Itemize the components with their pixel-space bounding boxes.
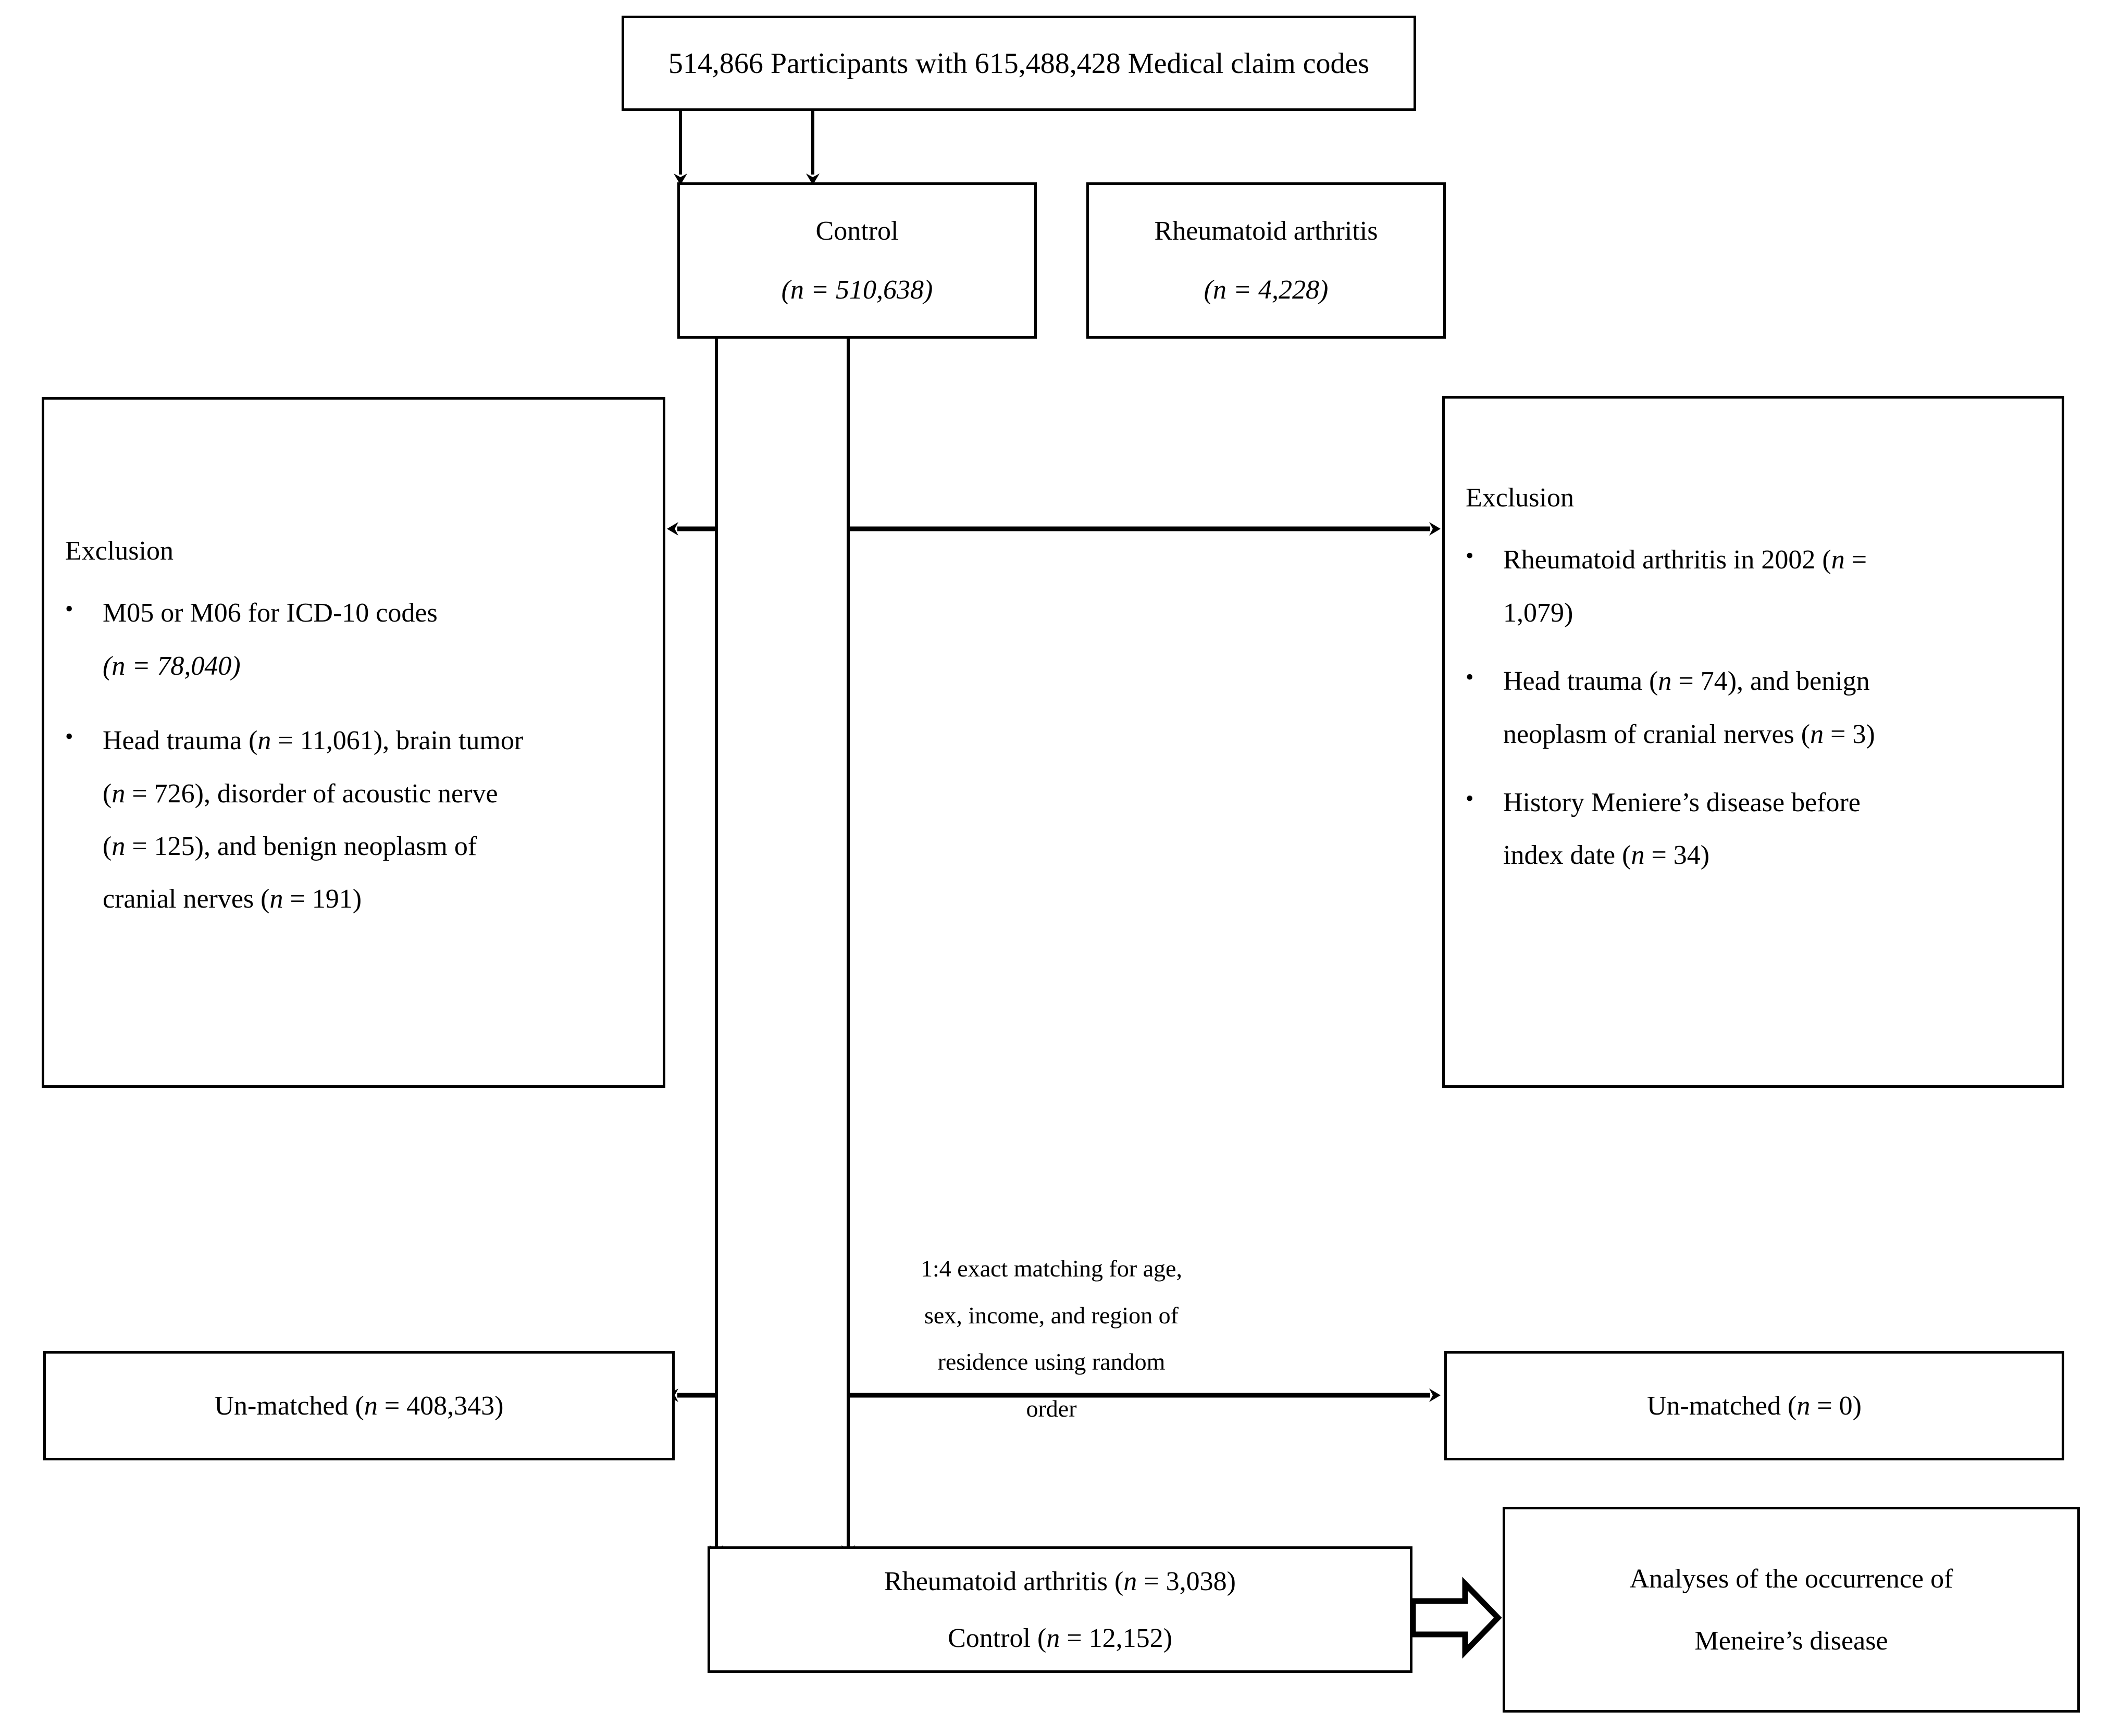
- matched-cohort-box: Rheumatoid arthritis (n = 3,038) Control…: [708, 1546, 1412, 1673]
- analysis-line-2: Meneire’s disease: [1694, 1626, 1888, 1656]
- exclusion-item: • Head trauma (n = 74), and benign neopl…: [1466, 655, 2041, 761]
- exclusion-item-body: Head trauma (n = 11,061), brain tumor (n…: [103, 714, 642, 926]
- bullet-icon: •: [1466, 543, 1474, 569]
- exclusion-line: 1,079): [1503, 598, 1573, 628]
- analysis-box: Analyses of the occurrence of Meneire’s …: [1503, 1507, 2080, 1713]
- exclusion-line: (n = 125), and benign neoplasm of: [103, 831, 477, 861]
- group-label-control: Control: [815, 216, 899, 246]
- exclusion-line: Head trauma (n = 74), and benign: [1503, 666, 1870, 697]
- bullet-icon: •: [1466, 664, 1474, 690]
- matching-note-line: residence using random: [937, 1348, 1166, 1375]
- exclusion-list-right: • Rheumatoid arthritis in 2002 (n = 1,07…: [1466, 534, 2041, 882]
- bullet-icon: •: [65, 596, 73, 622]
- bullet-icon: •: [1466, 785, 1474, 811]
- exclusion-item-body: M05 or M06 for ICD-10 codes (n = 78,040): [103, 587, 642, 692]
- exclusion-item: • Rheumatoid arthritis in 2002 (n = 1,07…: [1466, 534, 2041, 639]
- exclusion-line: (n = 78,040): [103, 651, 241, 681]
- group-box-rheumatoid-arthritis: Rheumatoid arthritis (n = 4,228): [1086, 182, 1446, 339]
- exclusion-heading-left: Exclusion: [65, 536, 173, 566]
- analysis-line-1: Analyses of the occurrence of: [1629, 1564, 1953, 1594]
- unmatched-label-control: Un-matched (n = 408,343): [214, 1391, 504, 1421]
- matched-cohort-control: Control (n = 12,152): [948, 1623, 1172, 1653]
- exclusion-item-body: Head trauma (n = 74), and benign neoplas…: [1503, 655, 2041, 761]
- exclusion-line: (n = 726), disorder of acoustic nerve: [103, 778, 498, 809]
- exclusion-line: neoplasm of cranial nerves (n = 3): [1503, 719, 1875, 749]
- exclusion-line: cranial nerves (n = 191): [103, 884, 362, 914]
- matching-note-line: sex, income, and region of: [924, 1301, 1179, 1329]
- group-count-control: (n = 510,638): [781, 275, 933, 305]
- exclusion-box-rheumatoid-arthritis: Exclusion • Rheumatoid arthritis in 2002…: [1442, 396, 2064, 1088]
- participants-box: 514,866 Participants with 615,488,428 Me…: [622, 16, 1416, 111]
- group-box-control: Control (n = 510,638): [677, 182, 1037, 339]
- matching-note-line: 1:4 exact matching for age,: [921, 1255, 1182, 1282]
- exclusion-line: History Meniere’s disease before: [1503, 787, 1861, 817]
- exclusion-list-left: • M05 or M06 for ICD-10 codes (n = 78,04…: [65, 587, 642, 925]
- exclusion-line: Rheumatoid arthritis in 2002 (n =: [1503, 545, 1867, 575]
- bullet-icon: •: [65, 724, 73, 750]
- matching-note-line: order: [1026, 1395, 1077, 1422]
- exclusion-line: index date (n = 34): [1503, 840, 1710, 871]
- exclusion-item-body: History Meniere’s disease before index d…: [1503, 776, 2041, 882]
- participants-text: 514,866 Participants with 615,488,428 Me…: [668, 47, 1370, 80]
- matched-cohort-ra: Rheumatoid arthritis (n = 3,038): [884, 1566, 1236, 1596]
- exclusion-line: Head trauma (n = 11,061), brain tumor: [103, 726, 524, 756]
- unmatched-label-ra: Un-matched (n = 0): [1647, 1391, 1862, 1421]
- exclusion-box-control: Exclusion • M05 or M06 for ICD-10 codes …: [42, 397, 665, 1088]
- exclusion-item: • M05 or M06 for ICD-10 codes (n = 78,04…: [65, 587, 642, 692]
- unmatched-box-control: Un-matched (n = 408,343): [43, 1351, 675, 1460]
- exclusion-line: M05 or M06 for ICD-10 codes: [103, 598, 438, 628]
- matching-note: 1:4 exact matching for age, sex, income,…: [859, 1245, 1244, 1432]
- exclusion-item: • Head trauma (n = 11,061), brain tumor …: [65, 714, 642, 926]
- exclusion-item-body: Rheumatoid arthritis in 2002 (n = 1,079): [1503, 534, 2041, 639]
- exclusion-heading-right: Exclusion: [1466, 483, 1574, 513]
- exclusion-item: • History Meniere’s disease before index…: [1466, 776, 2041, 882]
- unmatched-box-ra: Un-matched (n = 0): [1444, 1351, 2064, 1460]
- group-count-ra: (n = 4,228): [1204, 275, 1329, 305]
- group-label-ra: Rheumatoid arthritis: [1154, 216, 1378, 246]
- block-arrow-to-analysis: [1410, 1577, 1502, 1659]
